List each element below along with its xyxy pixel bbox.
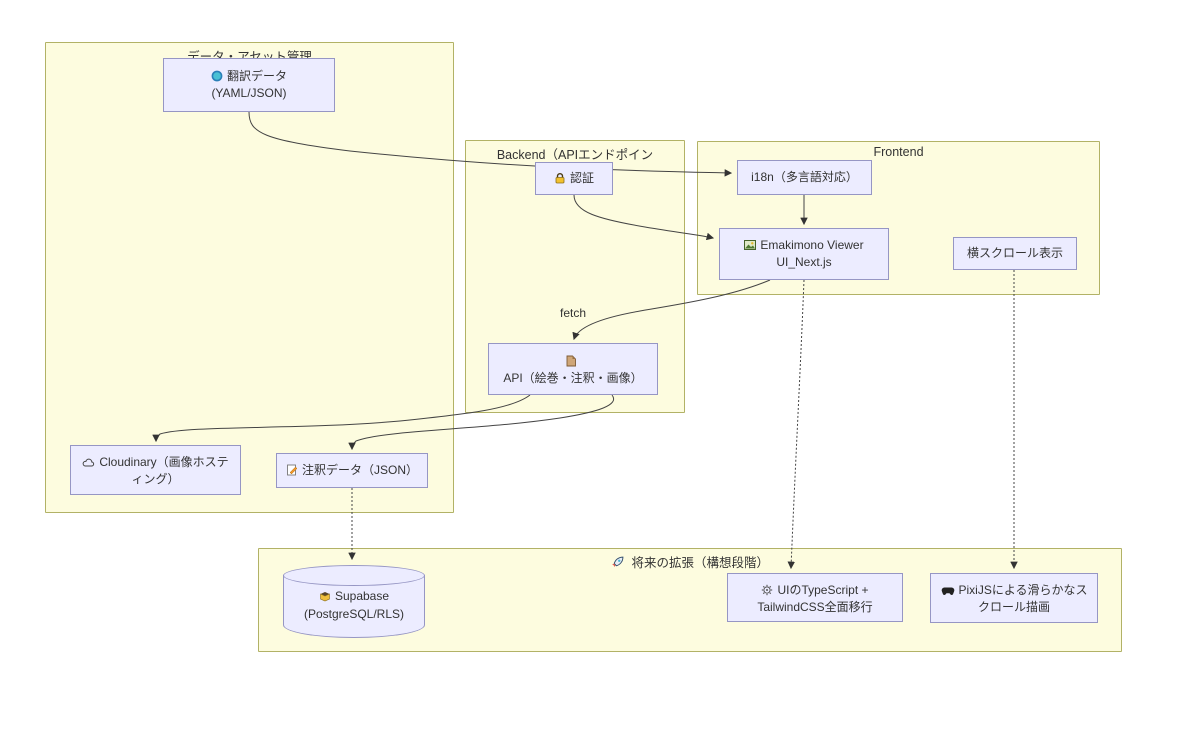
group-backend-title: Backend（APIエンドポイン bbox=[496, 148, 654, 162]
node-cloudinary: Cloudinary（画像ホスティング） bbox=[70, 445, 241, 495]
node-i18n: i18n（多言語対応） bbox=[737, 160, 872, 195]
group-future-title: 将来の拡張（構想段階） bbox=[259, 552, 1121, 571]
node-auth: 認証 bbox=[535, 162, 613, 195]
package-icon bbox=[319, 590, 331, 602]
cylinder-top bbox=[283, 565, 425, 586]
group-data-assets: データ・アセット管理 bbox=[45, 42, 454, 513]
edge-label-fetch: fetch bbox=[558, 306, 589, 320]
group-frontend-title: Frontend bbox=[873, 145, 924, 159]
node-annotation-data: 注釈データ（JSON） bbox=[276, 453, 428, 488]
node-hscroll: 横スクロール表示 bbox=[953, 237, 1077, 270]
page-icon bbox=[565, 355, 577, 367]
node-ts-migration: UIのTypeScript + TailwindCSS全面移行 bbox=[727, 573, 903, 622]
rocket-icon bbox=[611, 556, 624, 569]
node-viewer: Emakimono Viewer UI_Next.js bbox=[719, 228, 889, 280]
cloud-icon bbox=[82, 457, 95, 468]
node-pixijs: PixiJSによる滑らかなスクロール描画 bbox=[930, 573, 1098, 623]
controller-icon bbox=[941, 586, 955, 596]
edge-viewer-to-ts bbox=[787, 279, 805, 570]
gear-icon bbox=[761, 584, 773, 596]
image-icon bbox=[744, 239, 757, 251]
lock-icon bbox=[554, 172, 566, 184]
memo-icon bbox=[286, 464, 298, 476]
node-api: API（絵巻・注釈・画像） bbox=[488, 343, 658, 395]
node-supabase: Supabase (PostgreSQL/RLS) bbox=[283, 565, 425, 638]
globe-icon bbox=[211, 70, 223, 82]
node-translation-data: 翻訳データ (YAML/JSON) bbox=[163, 58, 335, 112]
